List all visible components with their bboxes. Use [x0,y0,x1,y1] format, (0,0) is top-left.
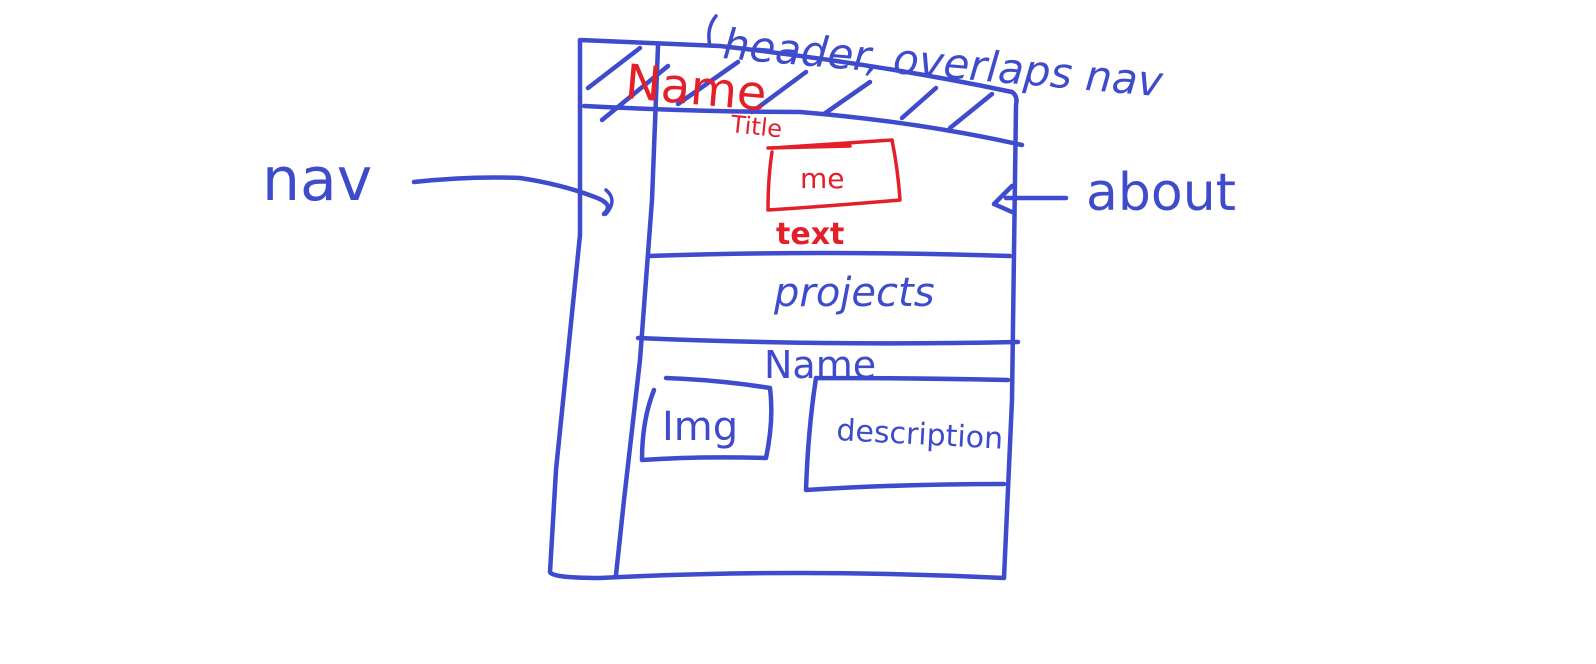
about-text-label: text [776,217,844,252]
description-box [803,375,1011,493]
header-note-label: header, overlaps nav [721,19,1166,106]
about-arrow-head [991,183,1015,215]
header-name-label: Name [623,54,769,122]
nav-arrow [411,175,611,217]
projects-project-divider [635,335,1021,346]
header-bottom-edge [581,103,1025,148]
about-label: about [1086,163,1236,223]
image-box [639,375,774,463]
nav-arrow-tip [604,188,614,216]
page-frame [547,37,1019,581]
header-hatching [585,45,995,131]
about-projects-divider [645,250,1013,259]
nav-label: nav [262,145,372,215]
about-me-box [766,138,902,212]
header-note-bracket [707,14,718,48]
about-me-label: me [800,162,845,195]
header-title-label: Title [728,110,783,143]
projects-label: projects [773,270,935,316]
description-box-label: description [836,413,1004,457]
about-me-box-top-stroke [766,144,852,150]
image-box-label: Img [662,404,738,450]
nav-column-divider [613,43,661,578]
project-name-label: Name [764,343,876,387]
